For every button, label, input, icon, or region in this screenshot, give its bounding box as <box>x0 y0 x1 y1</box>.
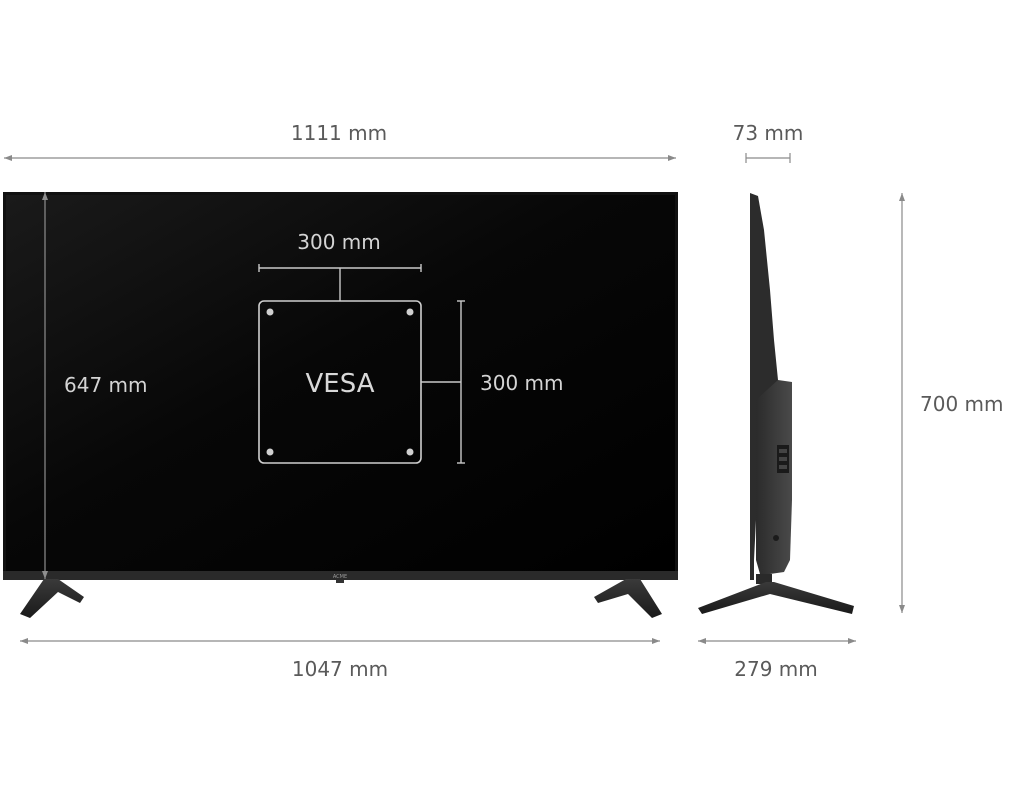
arrow-up-icon <box>899 193 905 201</box>
brand-logo: ACME <box>333 574 347 580</box>
left-stand-foot <box>20 579 84 618</box>
tv-bottom-bezel <box>3 571 678 580</box>
tv-front-view: ACME 647 mm 300 mm <box>3 192 678 618</box>
vesa-mount-box: VESA <box>258 300 422 464</box>
vesa-hole-icon <box>406 308 414 316</box>
arrow-left-icon <box>698 638 706 644</box>
total-width-label: 1111 mm <box>291 121 387 145</box>
vesa-width-dimension: 300 mm <box>258 230 422 301</box>
stand-depth-label: 279 mm <box>734 657 818 681</box>
total-height-label: 700 mm <box>920 392 1004 416</box>
screw-icon <box>773 535 779 541</box>
arrow-right-icon <box>652 638 660 644</box>
tv-side-view <box>698 193 854 614</box>
vesa-hole-icon <box>406 448 414 456</box>
side-back-body <box>756 380 792 574</box>
arrow-right-icon <box>848 638 856 644</box>
panel-height-dimension: 647 mm <box>42 192 148 579</box>
side-stand-neck <box>756 574 772 584</box>
panel-height-label: 647 mm <box>64 373 148 397</box>
arrow-left-icon <box>4 155 12 161</box>
vesa-hole-icon <box>266 448 274 456</box>
total-width-dimension: 1111 mm <box>4 121 676 161</box>
stand-width-dimension: 1047 mm <box>20 638 660 681</box>
vesa-width-label: 300 mm <box>297 230 381 254</box>
vesa-hole-icon <box>266 308 274 316</box>
right-stand-foot <box>594 579 662 618</box>
vesa-height-label: 300 mm <box>480 371 564 395</box>
side-stand-legs <box>698 582 854 614</box>
depth-top-label: 73 mm <box>733 121 804 145</box>
arrow-down-icon <box>899 605 905 613</box>
stand-width-label: 1047 mm <box>292 657 388 681</box>
stand-depth-dimension: 279 mm <box>698 638 856 681</box>
ir-sensor <box>336 580 344 583</box>
arrow-up-icon <box>42 192 48 200</box>
total-height-dimension: 700 mm <box>899 193 1004 613</box>
arrow-down-icon <box>42 571 48 579</box>
depth-top-dimension: 73 mm <box>733 121 804 163</box>
tv-screen <box>6 195 675 571</box>
arrow-left-icon <box>20 638 28 644</box>
vesa-height-dimension: 300 mm <box>421 300 564 464</box>
vesa-label: VESA <box>306 369 375 399</box>
arrow-right-icon <box>668 155 676 161</box>
